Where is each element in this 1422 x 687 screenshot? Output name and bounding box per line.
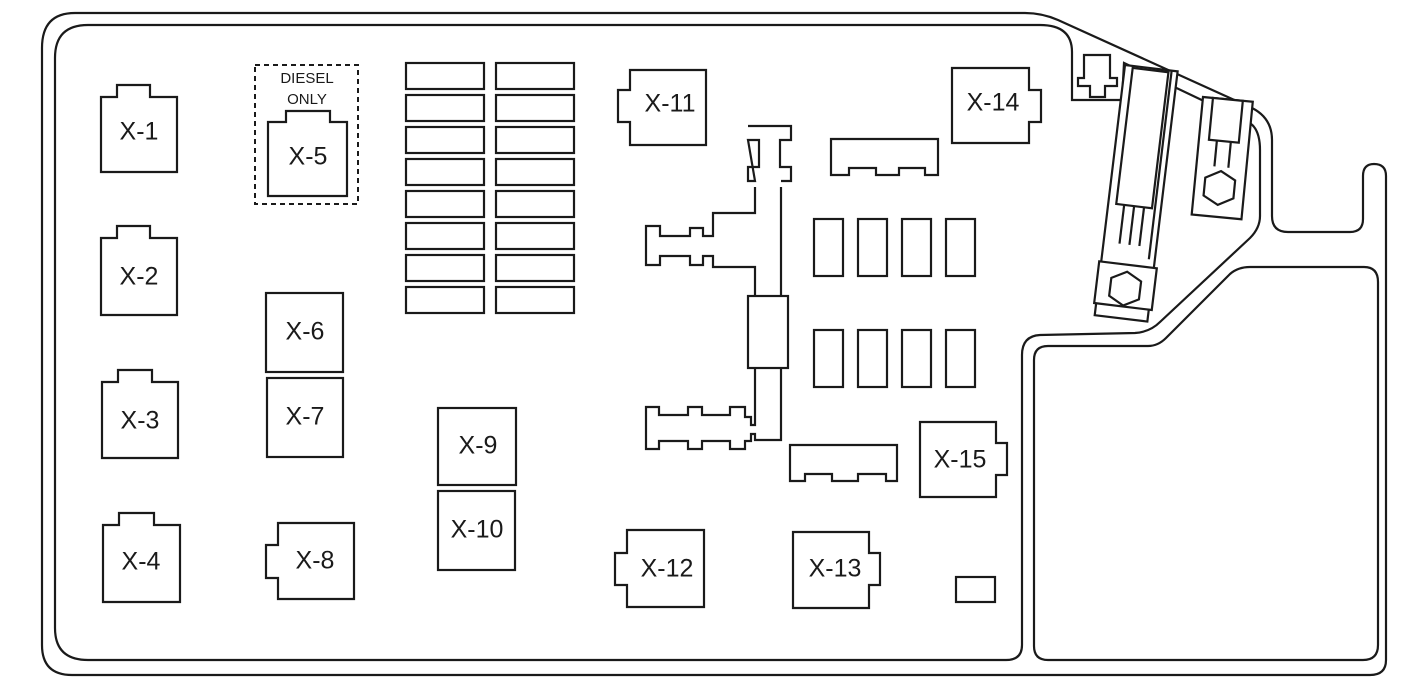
fuse-slot — [494, 125, 576, 155]
relay-slot — [856, 328, 889, 389]
fuse-slot — [494, 93, 576, 123]
connector-x4: X-4 — [101, 511, 182, 604]
fuse-slot — [404, 157, 486, 187]
wide-connector-top — [829, 137, 940, 177]
relay-slot — [900, 328, 933, 389]
diesel-only-dashed-outline — [254, 64, 359, 205]
relay-slot — [856, 217, 889, 278]
connector-x7: X-7 — [265, 376, 345, 459]
secondary-fusible-link — [1190, 95, 1254, 221]
connector-x3: X-3 — [100, 368, 180, 460]
diesel-note-line2: ONLY — [287, 91, 327, 108]
top-fuse-holder — [746, 124, 793, 183]
hex-bolt-icon — [1202, 169, 1237, 207]
connector-x9-label: X-9 — [459, 432, 498, 460]
connector-x5-diesel-only: DIESEL ONLY X-5 — [254, 64, 359, 205]
connector-x11-label: X-11 — [645, 90, 696, 118]
diesel-note-line1: DIESEL — [280, 70, 333, 87]
relay-slot — [812, 328, 845, 389]
fuse-slot — [494, 285, 576, 315]
connector-x8: X-8 — [264, 521, 356, 601]
connector-x1: X-1 — [99, 83, 179, 174]
housing-outline — [40, 11, 1388, 677]
wide-connector-bottom — [788, 443, 899, 483]
fuse-slot — [494, 157, 576, 187]
relay-slot — [900, 217, 933, 278]
connector-x1-label: X-1 — [120, 118, 159, 146]
fuse-slot — [404, 189, 486, 219]
connector-x3-label: X-3 — [121, 407, 160, 435]
connector-x9: X-9 — [436, 406, 518, 487]
connector-x10-label: X-10 — [451, 516, 504, 544]
small-top-connector — [1076, 53, 1119, 99]
connector-x14: X-14 — [950, 66, 1043, 145]
central-bus-assembly — [644, 124, 793, 451]
fuse-slot — [404, 285, 486, 315]
connector-x2-label: X-2 — [120, 263, 159, 291]
fuse-slot — [494, 253, 576, 283]
fuse-slot — [404, 93, 486, 123]
connector-x15: X-15 — [918, 420, 1009, 499]
fuse-grid — [404, 61, 576, 315]
connector-x6: X-6 — [264, 291, 345, 374]
connector-x10: X-10 — [436, 489, 517, 572]
connector-x5-label: X-5 — [289, 143, 328, 171]
connector-x12: X-12 — [613, 528, 706, 609]
relay-slot — [944, 217, 977, 278]
fuse-slot — [404, 253, 486, 283]
connector-x12-label: X-12 — [641, 555, 694, 583]
connector-x8-label: X-8 — [296, 547, 335, 575]
fuse-slot — [494, 189, 576, 219]
connector-x4-label: X-4 — [122, 548, 161, 576]
connector-x11: X-11 — [616, 68, 708, 147]
hex-bolt-icon — [1107, 270, 1143, 307]
center-bus-block — [746, 294, 790, 370]
relay-slot — [812, 217, 845, 278]
connector-x15-label: X-15 — [934, 446, 987, 474]
fuse-slot — [494, 221, 576, 251]
battery-compartment-outline — [1032, 265, 1380, 662]
connector-x7-label: X-7 — [286, 403, 325, 431]
fuse-slot — [494, 61, 576, 91]
connector-x13: X-13 — [791, 530, 882, 610]
small-terminal — [954, 575, 997, 604]
fuse-slot — [404, 125, 486, 155]
connector-x13-label: X-13 — [809, 555, 862, 583]
connector-x2: X-2 — [99, 224, 179, 317]
relay-group — [812, 217, 977, 389]
fuse-slot — [404, 221, 486, 251]
fuse-slot — [404, 61, 486, 91]
relay-slot — [944, 328, 977, 389]
connector-x6-label: X-6 — [286, 318, 325, 346]
main-fusible-link-large — [1092, 63, 1179, 323]
connector-x14-label: X-14 — [967, 89, 1020, 117]
